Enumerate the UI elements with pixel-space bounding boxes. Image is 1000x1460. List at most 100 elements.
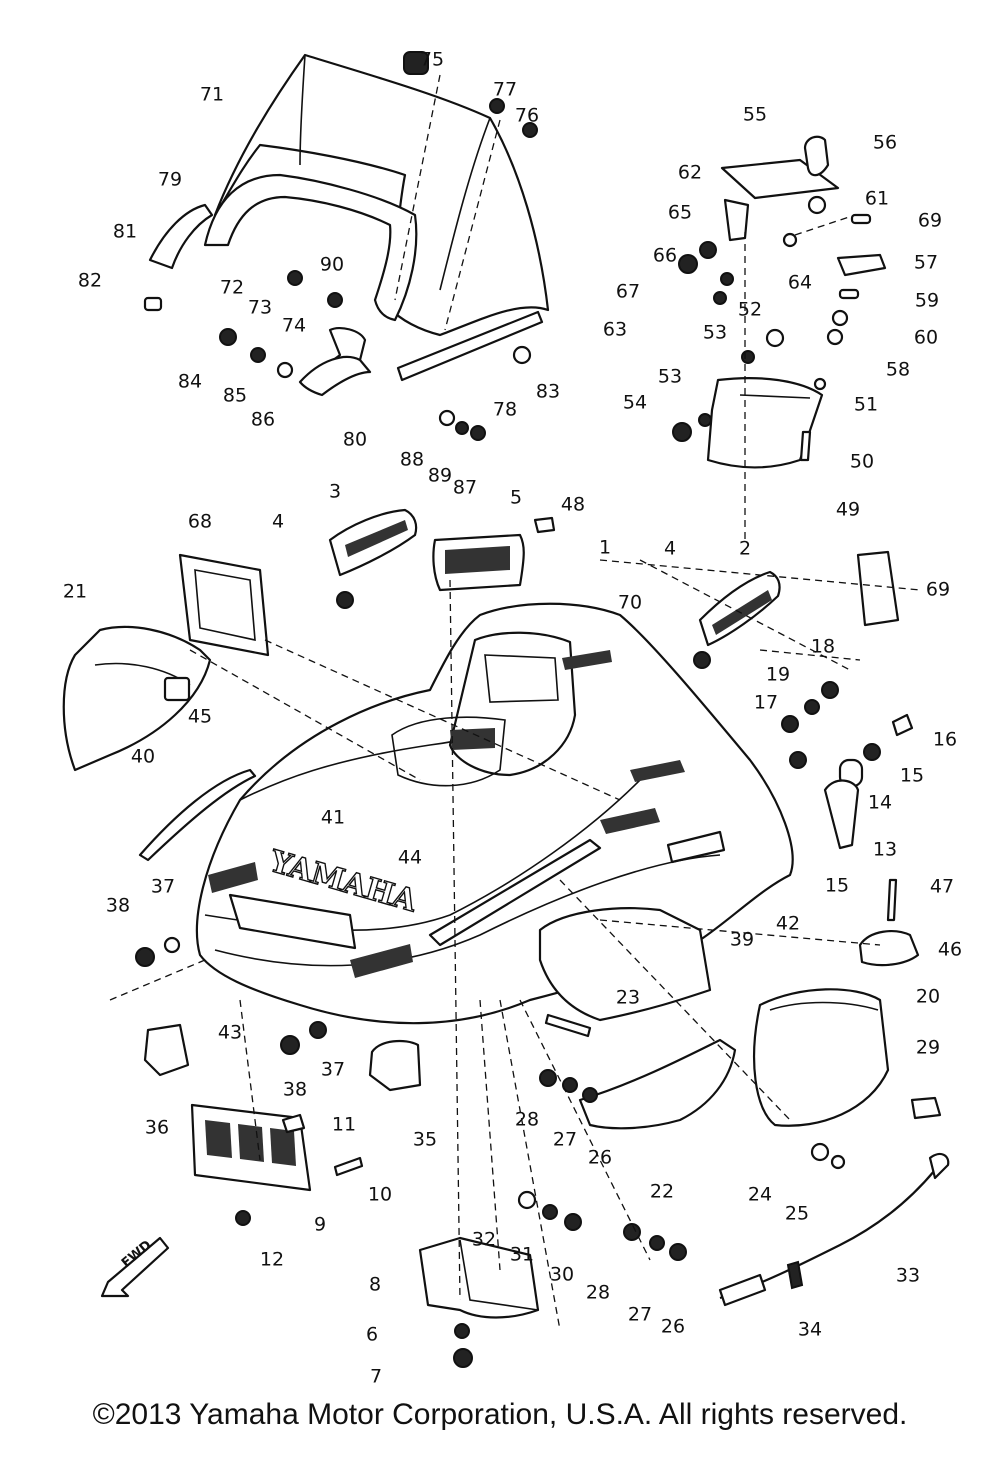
- callout-10: 10: [368, 1184, 392, 1206]
- washer-15a: [863, 743, 881, 761]
- bolt-50: [799, 430, 812, 462]
- copyright-notice: ©2013 Yamaha Motor Corporation, U.S.A. A…: [92, 1398, 908, 1431]
- callout-28: 28: [586, 1282, 610, 1304]
- washer-19: [804, 699, 820, 715]
- clip-82: [143, 296, 163, 312]
- callout-24: 24: [748, 1184, 772, 1206]
- nut-26b: [669, 1243, 687, 1261]
- latch-46: [858, 930, 920, 967]
- screw-11: [281, 1113, 306, 1134]
- callout-11: 11: [332, 1114, 356, 1136]
- callout-47: 47: [930, 876, 954, 898]
- side-trim-40: [138, 768, 257, 862]
- upper-right-assembly: [672, 135, 887, 469]
- washer-53b: [698, 413, 712, 427]
- callout-76: 76: [515, 105, 539, 127]
- nut-87: [470, 425, 486, 441]
- nut-17: [781, 715, 799, 733]
- callout-42: 42: [776, 913, 800, 935]
- callout-34: 34: [798, 1319, 822, 1341]
- callout-4: 4: [272, 511, 284, 533]
- callout-80: 80: [343, 429, 367, 451]
- callout-15: 15: [825, 875, 849, 897]
- assembly-lines: [109, 74, 921, 1331]
- bolt-25: [830, 1154, 846, 1170]
- callout-81: 81: [113, 221, 137, 243]
- parts-diagram: YAMAHA: [62, 49, 962, 1388]
- callout-4: 4: [664, 538, 676, 560]
- lower-bracket: [298, 355, 372, 397]
- nut-26a: [582, 1087, 598, 1103]
- callout-49: 49: [836, 499, 860, 521]
- callout-57: 57: [914, 252, 938, 274]
- callout-90: 90: [320, 254, 344, 276]
- washer-15b: [789, 751, 807, 769]
- callout-61: 61: [865, 188, 889, 210]
- callout-83: 83: [536, 381, 560, 403]
- callout-48: 48: [561, 494, 585, 516]
- callout-20: 20: [916, 986, 940, 1008]
- callout-8: 8: [369, 1274, 381, 1296]
- windshield-frame: [203, 173, 418, 322]
- callout-37: 37: [321, 1059, 345, 1081]
- nut-28b: [623, 1223, 641, 1241]
- nut-7: [453, 1348, 473, 1368]
- callout-46: 46: [938, 939, 962, 961]
- callout-26: 26: [588, 1147, 612, 1169]
- callout-77: 77: [493, 79, 517, 101]
- callout-82: 82: [78, 270, 102, 292]
- callout-39: 39: [730, 929, 754, 951]
- linkage-parts: [781, 681, 920, 967]
- callout-41: 41: [321, 807, 345, 829]
- callout-71: 71: [200, 84, 224, 106]
- hinge-36: [143, 1023, 190, 1077]
- callout-25: 25: [785, 1203, 809, 1225]
- cable-handle: [718, 1273, 767, 1307]
- callout-22: 22: [650, 1181, 674, 1203]
- callout-38: 38: [106, 895, 130, 917]
- callout-67: 67: [616, 281, 640, 303]
- callout-18: 18: [811, 636, 835, 658]
- lower-left-parts: FWD: [100, 1021, 687, 1368]
- callout-50: 50: [850, 451, 874, 473]
- callout-44: 44: [398, 847, 422, 869]
- bolt-16: [891, 713, 914, 737]
- callout-36: 36: [145, 1117, 169, 1139]
- callout-30: 30: [550, 1264, 574, 1286]
- washer-83: [512, 345, 532, 365]
- nut-65: [699, 241, 717, 259]
- callout-43: 43: [218, 1022, 242, 1044]
- callout-53: 53: [658, 366, 682, 388]
- nut-75: [403, 51, 429, 75]
- callout-58: 58: [886, 359, 910, 381]
- washer-31: [542, 1204, 558, 1220]
- callout-33: 33: [896, 1265, 920, 1287]
- vent-grilles: [178, 508, 900, 669]
- windshield-side-trim: [148, 203, 214, 270]
- washer-51: [813, 377, 827, 391]
- callout-6: 6: [366, 1324, 378, 1346]
- callout-85: 85: [223, 385, 247, 407]
- grommet-90: [327, 292, 343, 308]
- callout-59: 59: [915, 290, 939, 312]
- nut-38a: [135, 947, 155, 967]
- callout-73: 73: [248, 297, 272, 319]
- bolt-23: [544, 1013, 592, 1038]
- side-fairing: [62, 625, 212, 772]
- callout-32: 32: [472, 1229, 496, 1251]
- callout-64: 64: [788, 272, 812, 294]
- callout-65: 65: [668, 202, 692, 224]
- callout-69: 69: [918, 210, 942, 232]
- callout-27: 27: [553, 1129, 577, 1151]
- nut-77: [489, 98, 505, 114]
- grommet-74: [287, 270, 303, 286]
- arm-13: [823, 779, 860, 850]
- grommet-6: [454, 1323, 470, 1339]
- callout-45: 45: [188, 706, 212, 728]
- callout-69: 69: [926, 579, 950, 601]
- callout-56: 56: [873, 132, 897, 154]
- callout-15: 15: [900, 765, 924, 787]
- nut-54: [672, 422, 692, 442]
- callout-52: 52: [738, 299, 762, 321]
